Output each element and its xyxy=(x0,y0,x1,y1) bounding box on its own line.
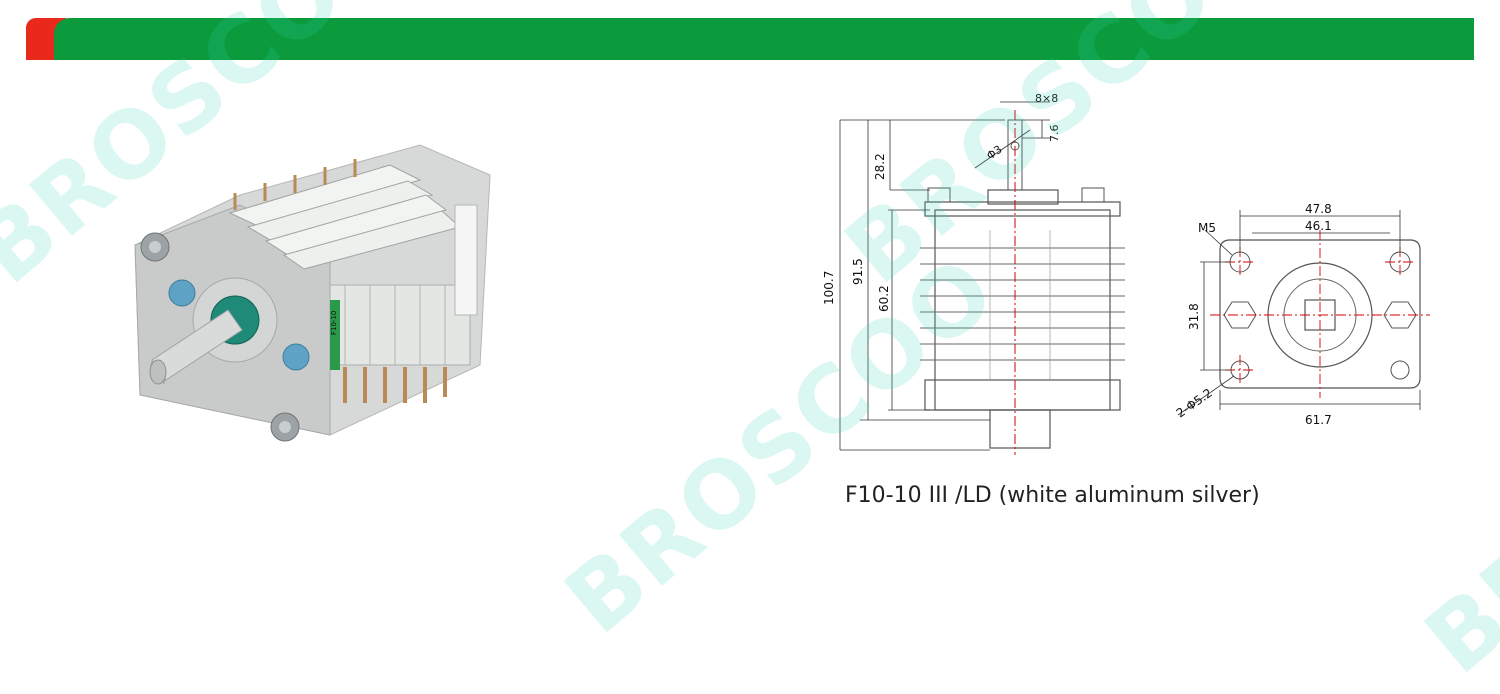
end-view-outline xyxy=(1219,239,1421,389)
product-photo: F10-10 xyxy=(134,144,491,442)
side-view-bushing xyxy=(989,409,1051,449)
square-shaft xyxy=(149,309,243,385)
dim-31-8: 31.8 xyxy=(1187,303,1201,330)
dim-46-1: 46.1 xyxy=(1305,219,1332,233)
header-bar xyxy=(26,18,1474,60)
dim-60-2: 60.2 xyxy=(877,285,891,312)
end-view-centerlines xyxy=(1210,230,1430,398)
dim-7-6: 7.6 xyxy=(1048,125,1061,143)
top-terminal-pins xyxy=(233,159,357,210)
technical-drawing: 8×8 7.6 Φ3 28.2 100.7 91.5 60.2 xyxy=(822,92,1430,455)
screw-head-right xyxy=(282,343,310,371)
dim-100-7: 100.7 xyxy=(822,271,836,305)
terminal-pins xyxy=(343,367,447,403)
dim-91-5: 91.5 xyxy=(851,258,865,285)
dim-61-7: 61.7 xyxy=(1305,413,1332,427)
label-strip xyxy=(330,300,340,370)
side-nameplate xyxy=(454,204,478,316)
dim-2-phi5-2: 2-Φ5.2 xyxy=(1174,386,1215,421)
contact-wafers xyxy=(228,164,471,366)
dim-47-8: 47.8 xyxy=(1305,202,1332,216)
screw-head-left xyxy=(168,279,196,307)
photo-label: F10-10 xyxy=(330,311,338,335)
dim-m5: M5 xyxy=(1198,221,1216,235)
side-view: 8×8 7.6 Φ3 28.2 100.7 91.5 60.2 xyxy=(822,92,1125,455)
header-bar-green xyxy=(54,18,1474,60)
end-view: 47.8 46.1 M5 31.8 2-Φ5.2 61.7 xyxy=(1174,202,1430,427)
dim-8x8: 8×8 xyxy=(1035,92,1058,105)
product-caption: F10-10 III /LD (white aluminum silver) xyxy=(845,483,1260,508)
dim-28-2: 28.2 xyxy=(873,153,887,180)
mounting-bolts xyxy=(140,232,300,442)
